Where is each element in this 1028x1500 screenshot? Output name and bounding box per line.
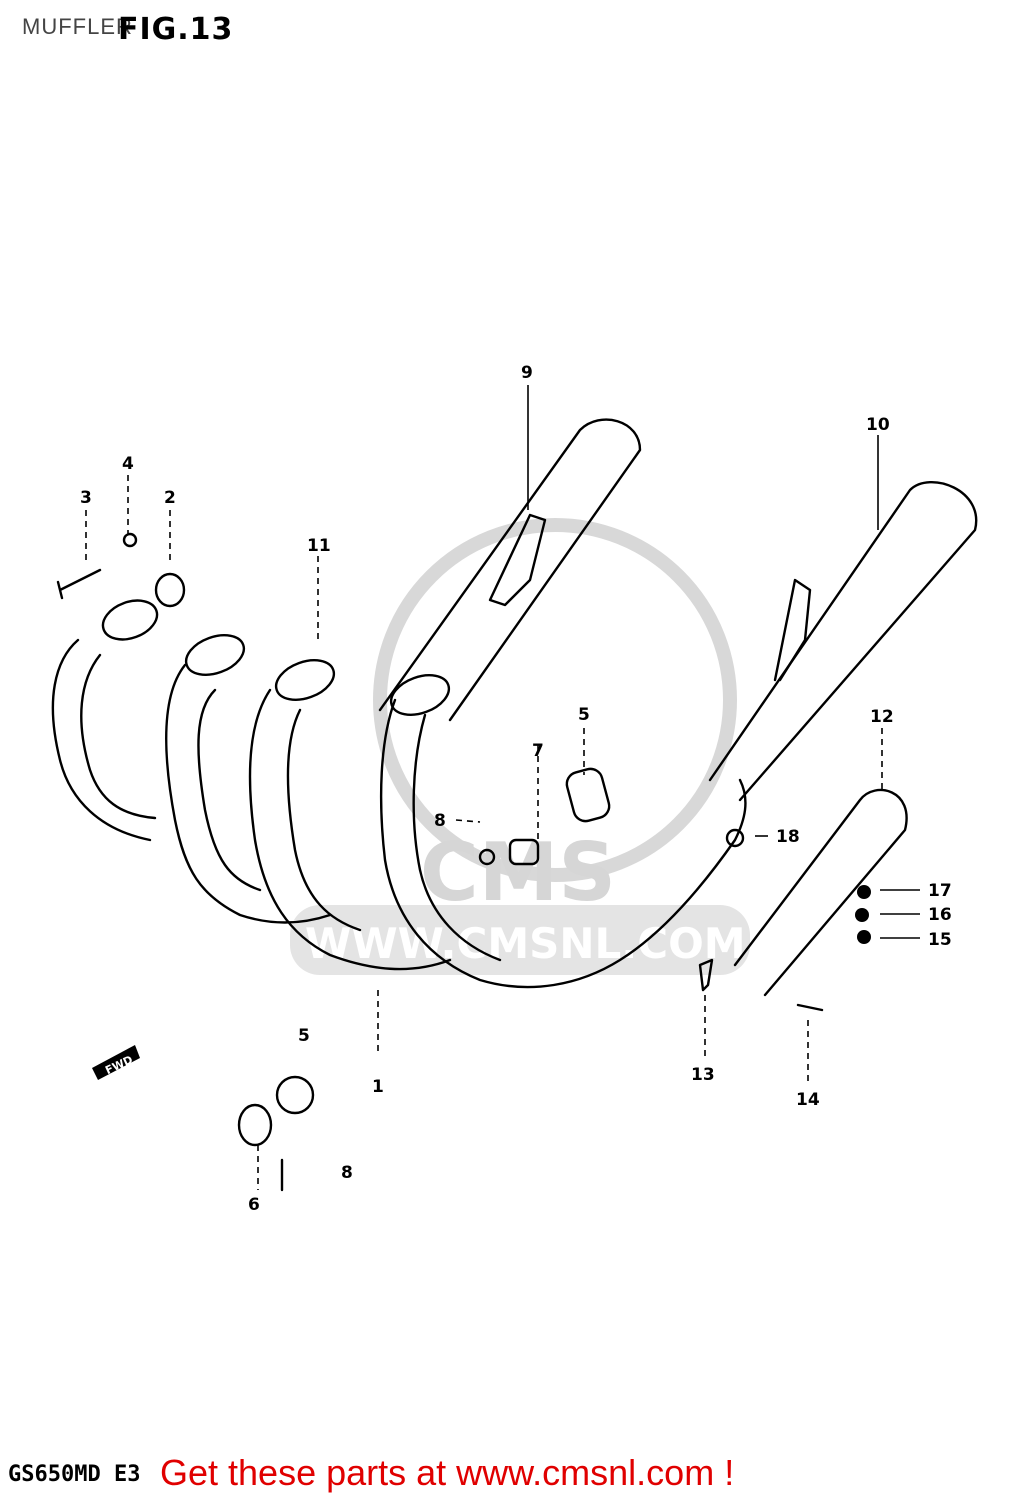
callout-7: 7: [532, 741, 544, 761]
callout-10: 10: [866, 415, 890, 435]
exhaust-pipes: [51, 638, 747, 989]
clamps: [56, 532, 451, 716]
watermark-logo-text: CMS: [420, 826, 616, 919]
watermark: CMS WWW.CMSNL.COM: [290, 518, 750, 975]
hardware: [237, 767, 871, 1192]
callout-16: 16: [928, 905, 952, 925]
callout-4: 4: [122, 454, 134, 474]
callout-2: 2: [164, 488, 176, 508]
callout-1: 1: [372, 1077, 384, 1097]
callout-17: 17: [928, 881, 952, 901]
callout-5-upper: 5: [578, 705, 590, 725]
callout-9: 9: [521, 363, 533, 383]
callout-14: 14: [796, 1090, 820, 1110]
callout-13: 13: [691, 1065, 715, 1085]
callout-5-lower: 5: [298, 1026, 310, 1046]
mufflers: [378, 418, 978, 997]
section-title: MUFFLER: [22, 14, 133, 39]
callout-8-upper: 8: [434, 811, 446, 831]
leader-lines: [85, 385, 920, 1190]
callout-8-lower: 8: [341, 1163, 353, 1183]
watermark-url-text: WWW.CMSNL.COM: [305, 919, 746, 968]
callout-12: 12: [870, 707, 894, 727]
callout-15: 15: [928, 930, 952, 950]
callout-numbers: 9 10 4 3 2 11 5 12 8 7 18 17 16 15 13 14…: [80, 363, 952, 1215]
figure-label: FIG.13: [118, 12, 234, 47]
callout-18: 18: [776, 827, 800, 847]
callout-3: 3: [80, 488, 92, 508]
model-code: GS650MD E3: [8, 1462, 141, 1487]
callout-6: 6: [248, 1195, 260, 1215]
promo-link[interactable]: Get these parts at www.cmsnl.com !: [160, 1452, 735, 1493]
callout-11: 11: [307, 536, 331, 556]
fwd-arrow-icon: FWD: [92, 1045, 140, 1080]
